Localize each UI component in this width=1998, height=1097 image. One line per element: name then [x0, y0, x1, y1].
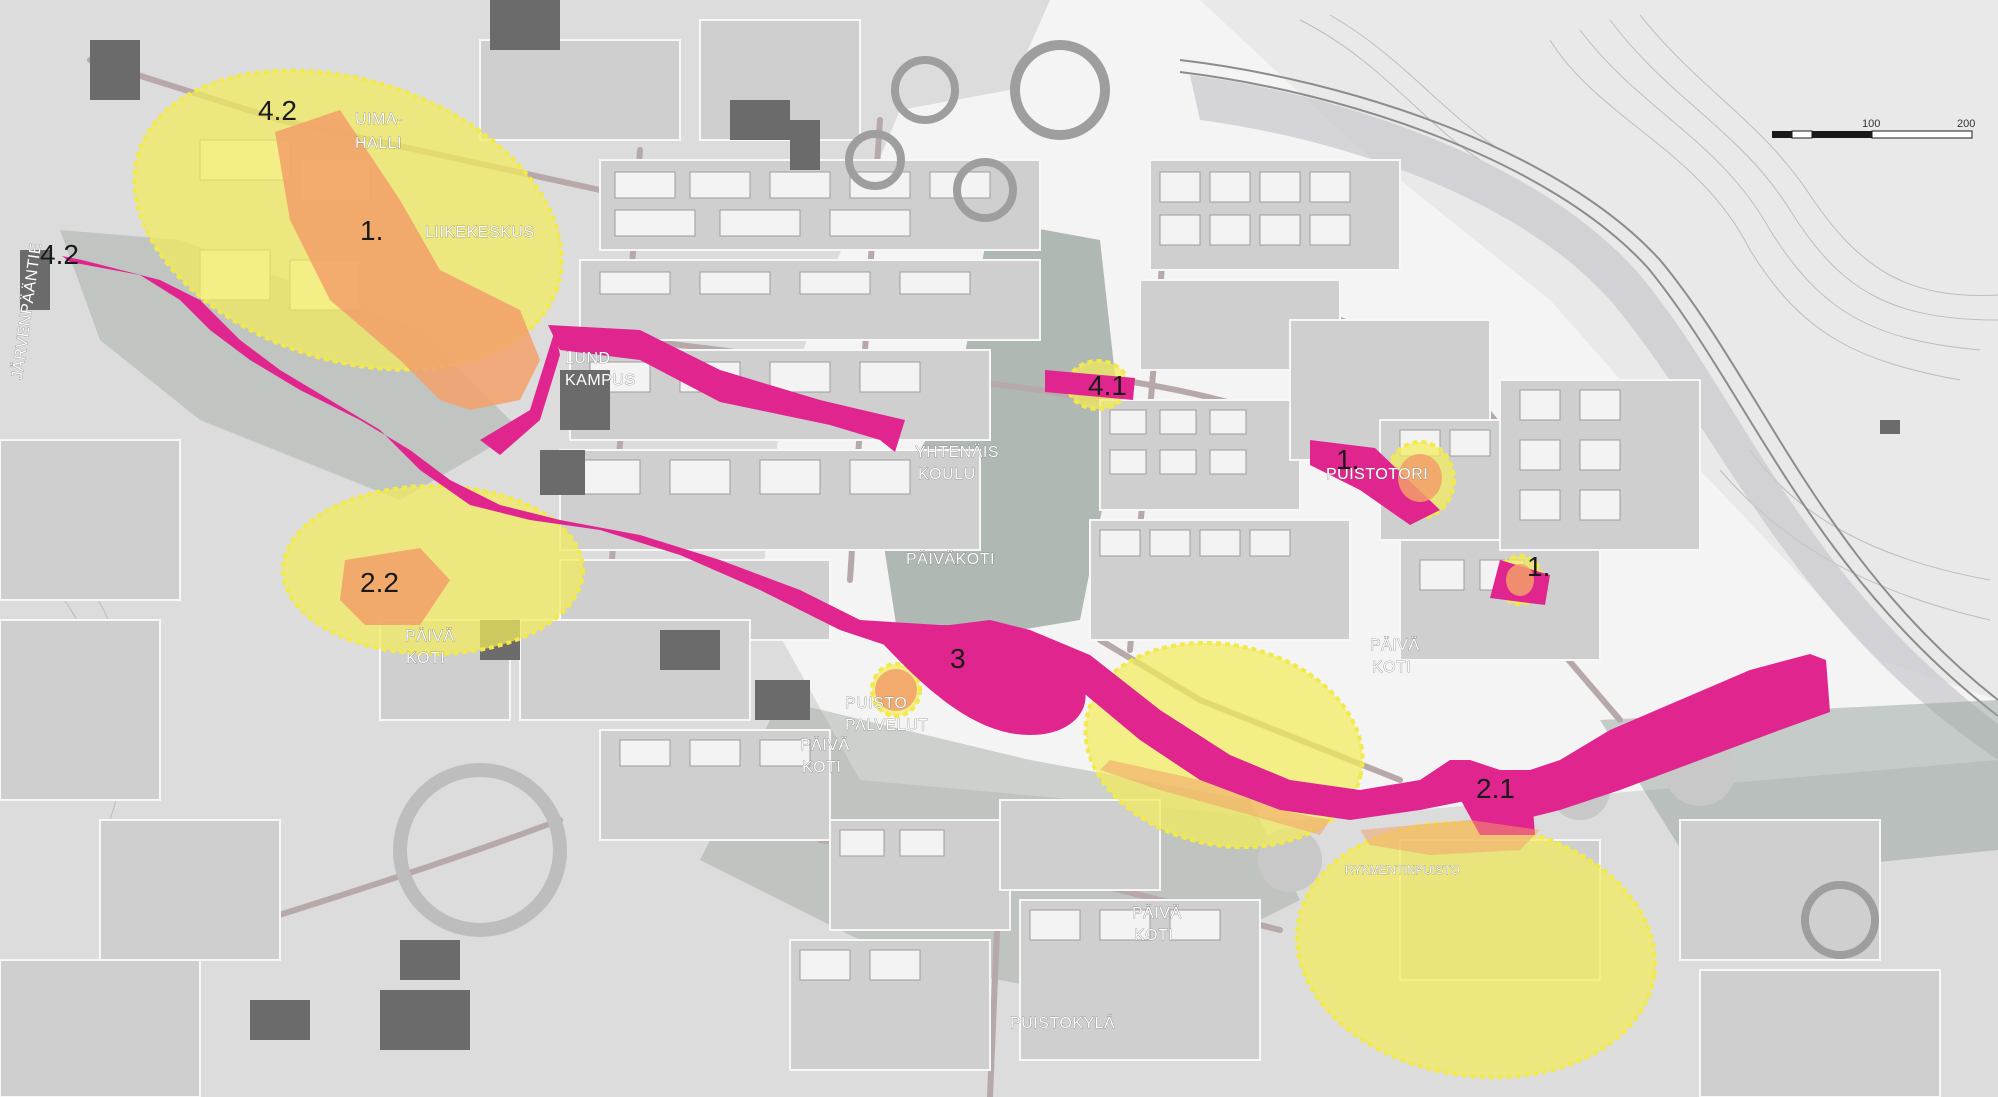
label-liikekeskus: LIIKEKESKUS	[425, 224, 535, 241]
zone-number-1-puistotori: 1.	[1336, 444, 1359, 475]
label-puistopalvelut-1: PUISTO	[845, 695, 907, 712]
city-blocks	[0, 19, 1941, 1097]
label-puistopalvelut-2: PALVELUT	[845, 717, 928, 734]
hotspot-small	[1506, 564, 1534, 596]
scale-tick-200: 200	[1957, 118, 1975, 130]
green-corridor	[62, 256, 1830, 835]
label-lundikampus-2: KAMPUS	[565, 372, 636, 389]
hotspot-liikekeskus	[275, 110, 540, 410]
label-paivakoti-mid-1: PÄIVÄ	[800, 736, 850, 754]
label-rykmentinpuisto: RYKMENTINPUISTO	[1345, 863, 1460, 877]
corridor-bulge-3	[860, 620, 1086, 735]
corridor-41	[1045, 370, 1135, 400]
hotspot-puistopalvelut	[875, 669, 917, 711]
label-paivakoti-right-2: KOTI	[1372, 659, 1411, 676]
hotspot-overlap-a	[1100, 760, 1330, 835]
zone-number-1-center: 1.	[360, 215, 383, 246]
scale-segment-3	[1812, 131, 1872, 138]
corridor-main	[62, 256, 1830, 820]
zone-number-3: 3	[950, 643, 966, 674]
zone-number-4-2-left: 4.2	[40, 239, 79, 270]
scale-tick-100: 100	[1862, 118, 1880, 130]
railway	[1179, 59, 1998, 717]
scale-bar: 100 200	[1772, 118, 1975, 139]
corridor-torni	[1310, 440, 1440, 525]
zone-number-4-1: 4.1	[1088, 370, 1127, 401]
corridor-north-b	[480, 330, 560, 455]
label-yhtenaiskoulu-1: YHTENÄIS	[915, 443, 999, 461]
zone-number-2-2: 2.2	[360, 567, 399, 598]
railway-corridor	[1190, 75, 1998, 760]
label-paivakoti-mid-2: KOTI	[802, 759, 841, 776]
label-paivakoti-left-2: KOTI	[406, 650, 445, 667]
zone-number-4-2-top: 4.2	[258, 95, 297, 126]
hotspot-overlap-b	[1360, 820, 1540, 855]
label-paivakoti-south-2: KOTI	[1134, 927, 1173, 944]
label-paivakoti-left-1: PÄIVÄ	[405, 627, 455, 645]
hotspot-puistotori	[1398, 454, 1442, 502]
zone-rykmentinpuisto	[1294, 820, 1658, 1080]
scale-segment-4	[1871, 130, 1973, 139]
label-paivakoti-right-1: PÄIVÄ	[1370, 636, 1420, 654]
label-puistokyla: PUISTOKYLÄ	[1010, 1014, 1115, 1032]
label-lundikampus-1: LUND	[565, 350, 611, 367]
corridor-21	[1458, 770, 1535, 835]
scale-segment-1	[1772, 131, 1792, 138]
label-yhtenaiskoulu-2: KOULU	[918, 466, 976, 483]
hotspot-22	[340, 548, 450, 625]
zone-number-2-1: 2.1	[1476, 773, 1515, 804]
corridor-north	[548, 325, 905, 452]
scale-segment-2	[1791, 130, 1813, 139]
zone-numbers: 4.2 4.2 1. 4.1 1. 1. 2.2 3 2.1	[40, 95, 1550, 804]
label-puistotori: PUISTOTORI	[1326, 466, 1428, 483]
round-features	[393, 40, 1879, 959]
zone-number-1-small: 1.	[1527, 551, 1550, 582]
label-uimahalli-2: HALLI	[355, 135, 402, 152]
dark-buildings	[20, 0, 1900, 1050]
label-paivakoti-center: PÄIVÄKOTI	[906, 550, 995, 568]
hotspot-zones	[275, 110, 1540, 855]
label-paivakoti-south-1: PÄIVÄ	[1132, 904, 1182, 922]
label-uimahalli-1: UIMA-	[355, 111, 403, 128]
